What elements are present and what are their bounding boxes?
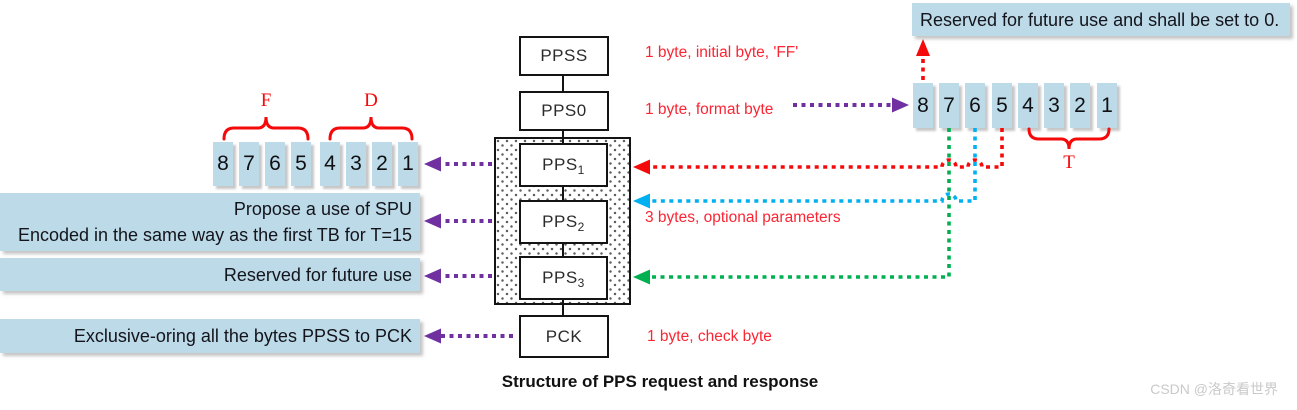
diagram-caption: Structure of PPS request and response (501, 372, 819, 391)
brace-d (328, 116, 414, 141)
note-spu: Propose a use of SPU Encoded in the same… (0, 193, 420, 251)
node-pps0: PPS0 (519, 91, 609, 131)
brace-f (222, 116, 310, 141)
left-bit-3: 3 (346, 142, 366, 186)
note-reserved-zero: Reserved for future use and shall be set… (912, 3, 1290, 36)
arrow-bit8-to-reserved-head (916, 39, 930, 56)
brace-label-t: T (1063, 152, 1075, 173)
arrow-pck-to-note-head (424, 328, 441, 344)
arrow-bit5-to-pps1-line (648, 128, 1004, 169)
note-reserved: Reserved for future use (0, 258, 420, 291)
annotation-initial-byte: 1 byte, initial byte, 'FF' (645, 44, 799, 61)
connector-pps3-pck (562, 300, 565, 315)
left-bit-2: 2 (372, 142, 392, 186)
brace-t (1027, 127, 1111, 150)
node-pps3-label: PPS3 (542, 268, 585, 290)
right-bit-4: 4 (1018, 83, 1038, 128)
connector-ppss-pps0 (562, 76, 565, 91)
left-bit-7: 7 (239, 142, 259, 186)
node-pps1-label: PPS1 (542, 155, 585, 177)
right-bit-6: 6 (965, 83, 985, 128)
arrow-pps1-to-leftbits-head (424, 156, 441, 172)
node-pps1: PPS1 (519, 143, 608, 187)
connector-pps0-pps1 (562, 131, 565, 143)
brace-label-d: D (364, 90, 378, 111)
brace-label-f: F (260, 90, 272, 111)
watermark: CSDN @洛奇看世界 (1150, 381, 1278, 397)
arrow-bit6-to-pps2-head (633, 193, 650, 209)
note-spu-line2: Encoded in the same way as the first TB … (17, 225, 412, 245)
node-pps3: PPS3 (519, 256, 608, 300)
right-bit-2: 2 (1070, 83, 1090, 128)
arrow-format-to-rightbits-head (892, 97, 909, 113)
right-bit-5: 5 (992, 83, 1012, 128)
right-bit-7: 7 (939, 83, 959, 128)
arrow-bit7-to-pps3-line (648, 128, 951, 279)
left-bit-1: 1 (398, 142, 418, 186)
connector-pps2-pps3 (562, 244, 565, 256)
right-bit-3: 3 (1044, 83, 1064, 128)
arrow-pps2-to-note-head (424, 213, 441, 229)
connector-pps1-pps2 (562, 187, 565, 200)
left-bit-8: 8 (213, 142, 233, 186)
arrow-bit5-to-pps1-head (633, 159, 650, 175)
left-bit-4: 4 (320, 142, 340, 186)
right-bit-8: 8 (913, 83, 933, 128)
node-pps2: PPS2 (519, 200, 608, 244)
annotation-check-byte: 1 byte, check byte (647, 328, 772, 345)
node-ppss: PPSS (519, 36, 609, 76)
node-pps2-label: PPS2 (542, 212, 585, 234)
arrow-pps3-to-note-head (424, 268, 441, 284)
note-spu-line1: Propose a use of SPU (233, 199, 412, 219)
annotation-format-byte: 1 byte, format byte (645, 101, 774, 118)
annotation-optional-params: 3 bytes, optional parameters (645, 209, 841, 226)
arrow-bit6-to-pps2-line (648, 128, 977, 203)
left-bit-5: 5 (291, 142, 311, 186)
arrow-bit7-to-pps3-head (633, 269, 650, 285)
node-pck: PCK (519, 315, 609, 358)
right-bit-1: 1 (1097, 83, 1117, 128)
left-bit-6: 6 (265, 142, 285, 186)
note-xor: Exclusive-oring all the bytes PPSS to PC… (0, 319, 420, 353)
